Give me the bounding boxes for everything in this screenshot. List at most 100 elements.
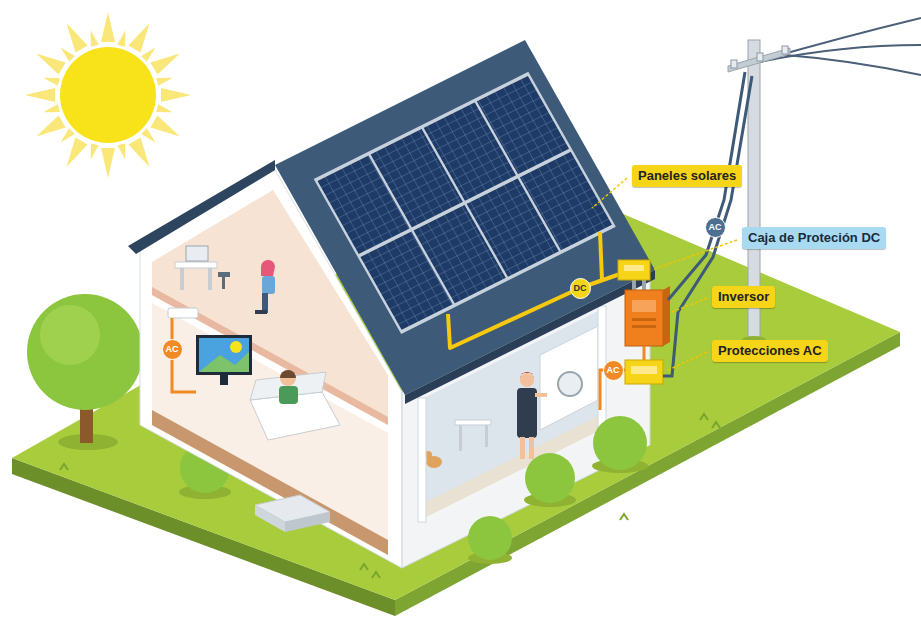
sun (150, 47, 183, 74)
house-front (520, 373, 534, 387)
sun (42, 104, 60, 116)
label-text: Protecciones AC (718, 343, 822, 359)
dc-wire (448, 274, 620, 348)
utility-pole (760, 45, 921, 62)
lower-room (199, 352, 249, 372)
upper-room (262, 276, 275, 294)
lower-room (279, 386, 298, 404)
house-front (485, 425, 488, 447)
upper-room (175, 262, 217, 268)
roof (128, 160, 275, 254)
sun (141, 45, 158, 62)
sun (156, 104, 174, 116)
service-cable (678, 76, 752, 312)
electrical-equipment (663, 286, 670, 346)
upper-room (255, 310, 267, 314)
lower-room (230, 341, 242, 353)
utility-pole (735, 18, 921, 68)
bush (593, 416, 647, 470)
upper-room (175, 246, 275, 314)
utility-pole (782, 46, 788, 54)
upper-room (186, 246, 208, 261)
bush (525, 453, 575, 503)
sun (101, 12, 115, 42)
sun (33, 47, 66, 74)
house-front (520, 372, 534, 379)
upper-room (180, 268, 184, 290)
callout-label: Protecciones AC (712, 340, 828, 362)
sun (101, 148, 115, 178)
house-front (420, 415, 600, 520)
upper-room (222, 277, 225, 289)
sun (87, 143, 99, 161)
electrical-equipment (600, 260, 678, 410)
lower-room (220, 375, 228, 385)
sun (161, 88, 191, 102)
callout-label: Paneles solares (632, 165, 742, 187)
upper-room (218, 272, 230, 277)
tree (27, 294, 143, 410)
badge-text: AC (166, 344, 179, 354)
sun (156, 74, 174, 86)
sun (117, 143, 129, 161)
sun (87, 29, 99, 47)
leader-line (672, 298, 707, 312)
utility-pole (731, 60, 737, 68)
leader-line (666, 352, 707, 371)
lower-room (199, 338, 249, 372)
label-text: Inversor (718, 289, 769, 305)
leader-line (592, 178, 627, 208)
label-text: Paneles solares (638, 168, 736, 184)
utility-pole (757, 53, 763, 61)
callout-label: Inversor (712, 286, 775, 308)
house-front (455, 420, 491, 425)
steps (285, 512, 330, 532)
steps (255, 505, 285, 532)
service-cable (668, 72, 752, 312)
electrical-equipment (643, 346, 646, 360)
electrical-equipment (663, 312, 678, 376)
bush (468, 516, 512, 560)
house-front (529, 437, 534, 459)
lower-room (280, 370, 296, 386)
current-badge: AC (705, 217, 726, 238)
tree (40, 305, 100, 365)
sun (60, 47, 156, 143)
lower-room (168, 308, 340, 440)
sun (25, 88, 55, 102)
house-section (152, 303, 388, 555)
house-front (418, 398, 426, 522)
lower-room (196, 335, 252, 375)
house-front (520, 437, 525, 459)
badge-text: AC (709, 222, 722, 232)
sun (58, 45, 75, 62)
label-text: Caja de Proteción DC (748, 230, 880, 246)
sun (60, 20, 87, 53)
badge-text: AC (607, 365, 620, 375)
electrical-equipment (618, 260, 650, 280)
current-badge: AC (603, 360, 624, 381)
electrical-equipment (631, 366, 657, 374)
sun (117, 29, 129, 47)
current-badge: AC (162, 339, 183, 360)
dc-wire (448, 232, 620, 348)
lower-room (280, 370, 296, 378)
house-front (540, 326, 598, 430)
sun (60, 137, 87, 170)
sun (42, 74, 60, 86)
sun (141, 128, 158, 145)
house-front (535, 393, 547, 397)
house-front (558, 372, 582, 396)
upper-room (261, 260, 275, 276)
sun (128, 20, 155, 53)
callout-label: Caja de Proteción DC (742, 227, 886, 249)
electrical-equipment (625, 360, 663, 384)
bush (468, 416, 648, 564)
roof (128, 40, 655, 404)
current-badge: DC (570, 278, 591, 299)
house-front (517, 388, 537, 438)
dc-wire (600, 232, 602, 280)
sun (25, 12, 191, 178)
electrical-equipment (625, 290, 663, 346)
